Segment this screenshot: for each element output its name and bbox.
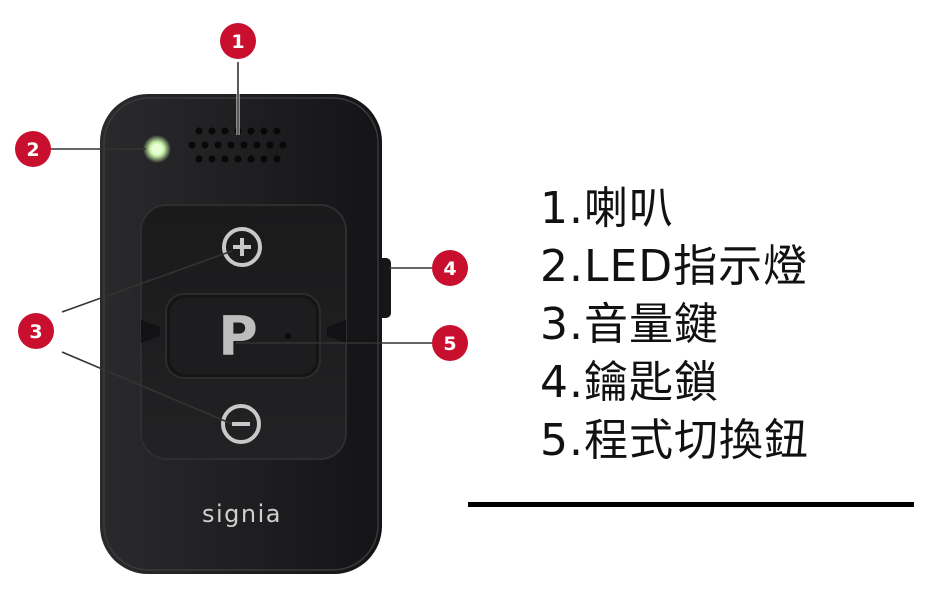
brand-logo: signia — [202, 500, 282, 528]
legend-item-volume: 3. 音量鍵 — [540, 288, 920, 350]
callout-3: 3 — [18, 313, 54, 349]
led-indicator — [151, 143, 163, 155]
legend-label: 程式切換鈕 — [583, 415, 809, 466]
callout-4-number: 4 — [443, 258, 456, 280]
callout-1-number: 1 — [231, 31, 244, 53]
legend-number: 3. — [540, 299, 584, 350]
divider-rule — [468, 502, 914, 507]
volume-up-button[interactable] — [222, 227, 262, 267]
legend-label: 鑰匙鎖 — [583, 357, 719, 408]
legend-label: 音量鍵 — [583, 299, 719, 350]
speaker-grille — [188, 127, 287, 163]
legend-label: LED指示燈 — [583, 241, 809, 292]
callout-5: 5 — [432, 325, 468, 361]
leader-lines — [51, 62, 433, 425]
legend-item-speaker: 1. 喇叭 — [540, 172, 920, 234]
legend-number: 2. — [540, 241, 584, 292]
callout-3-number: 3 — [29, 321, 42, 343]
legend-number: 4. — [540, 357, 584, 408]
legend-list: 1. 喇叭 2. LED指示燈 3. 音量鍵 4. 鑰匙鎖 5. 程式切換鈕 — [540, 172, 920, 466]
program-button[interactable]: P — [165, 293, 321, 379]
legend-item-program-button: 5. 程式切換鈕 — [540, 404, 920, 466]
callout-1: 1 — [220, 23, 256, 59]
callout-5-number: 5 — [443, 333, 456, 355]
legend-number: 5. — [540, 415, 584, 466]
legend-item-key-lock: 4. 鑰匙鎖 — [540, 346, 920, 408]
volume-down-button[interactable] — [221, 404, 261, 444]
legend-label: 喇叭 — [583, 183, 674, 234]
callout-2-number: 2 — [26, 139, 39, 161]
program-button-letter: P — [218, 305, 258, 368]
callout-4: 4 — [432, 250, 468, 286]
callout-2: 2 — [15, 131, 51, 167]
legend-item-led: 2. LED指示燈 — [540, 230, 920, 292]
legend-number: 1. — [540, 183, 584, 234]
